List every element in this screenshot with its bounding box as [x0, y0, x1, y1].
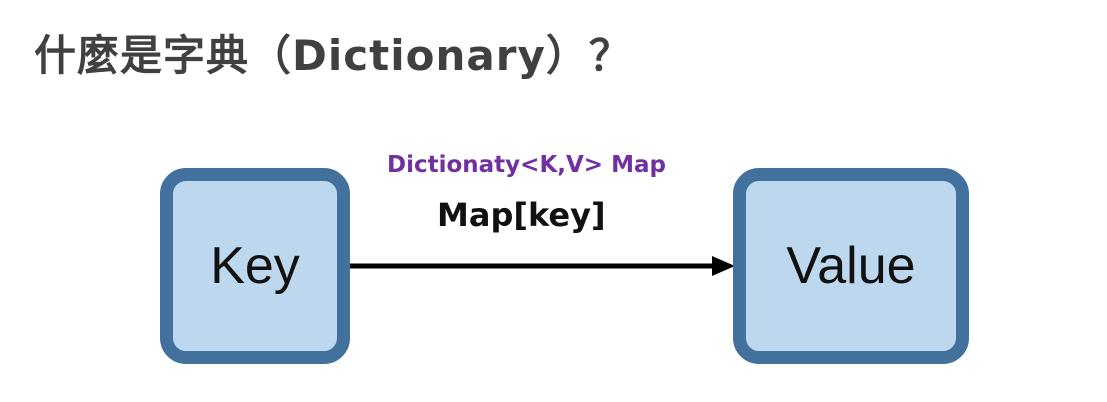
key-box: Key [160, 168, 350, 364]
value-label: Value [786, 237, 916, 295]
value-box: Value [733, 168, 969, 364]
key-label: Key [210, 237, 300, 295]
page-title: 什麼是字典（Dictionary）？ [34, 31, 632, 80]
arrow-head [712, 256, 735, 276]
map-type-label: Dictionaty<K,V> Map [387, 152, 666, 178]
map-access-label: Map[key] [437, 196, 606, 234]
